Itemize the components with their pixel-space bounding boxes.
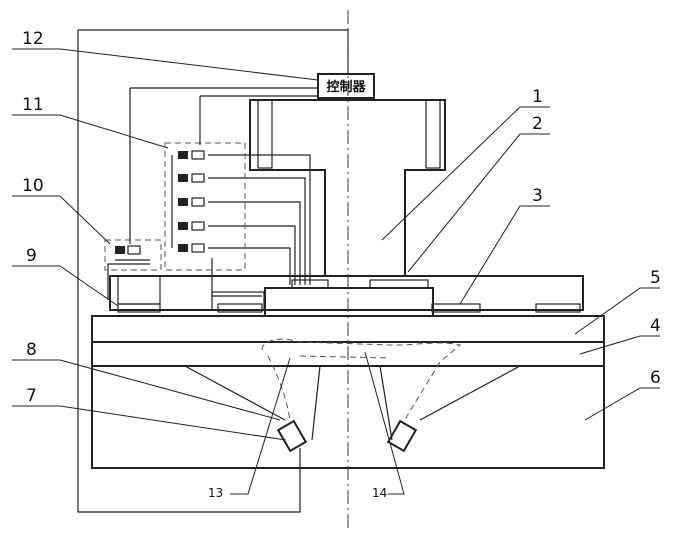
callout-1: 1	[532, 87, 543, 107]
sensor-box	[165, 143, 245, 270]
callout-4: 4	[650, 316, 661, 336]
callout-14: 14	[372, 486, 387, 500]
callout-11: 11	[22, 95, 44, 115]
callout-8: 8	[26, 340, 37, 360]
clamp-block	[110, 276, 583, 316]
callout-6: 6	[650, 368, 661, 388]
callout-7: 7	[26, 386, 37, 406]
callout-9: 9	[26, 246, 37, 266]
wire-bundle	[108, 155, 310, 300]
callout-5: 5	[650, 268, 661, 288]
callout-10: 10	[22, 176, 44, 196]
callout-leaders	[12, 49, 660, 494]
small-sensor-box	[105, 240, 161, 270]
flow-path-inner	[300, 356, 390, 358]
callout-12: 12	[22, 29, 44, 49]
callout-13: 13	[208, 486, 223, 500]
callout-2: 2	[532, 114, 543, 134]
controller-box: 控制器	[318, 74, 374, 98]
callout-3: 3	[532, 186, 543, 206]
small-sensor-connector	[115, 246, 150, 260]
controller-label: 控制器	[326, 79, 366, 95]
sensor-connectors	[172, 151, 204, 252]
